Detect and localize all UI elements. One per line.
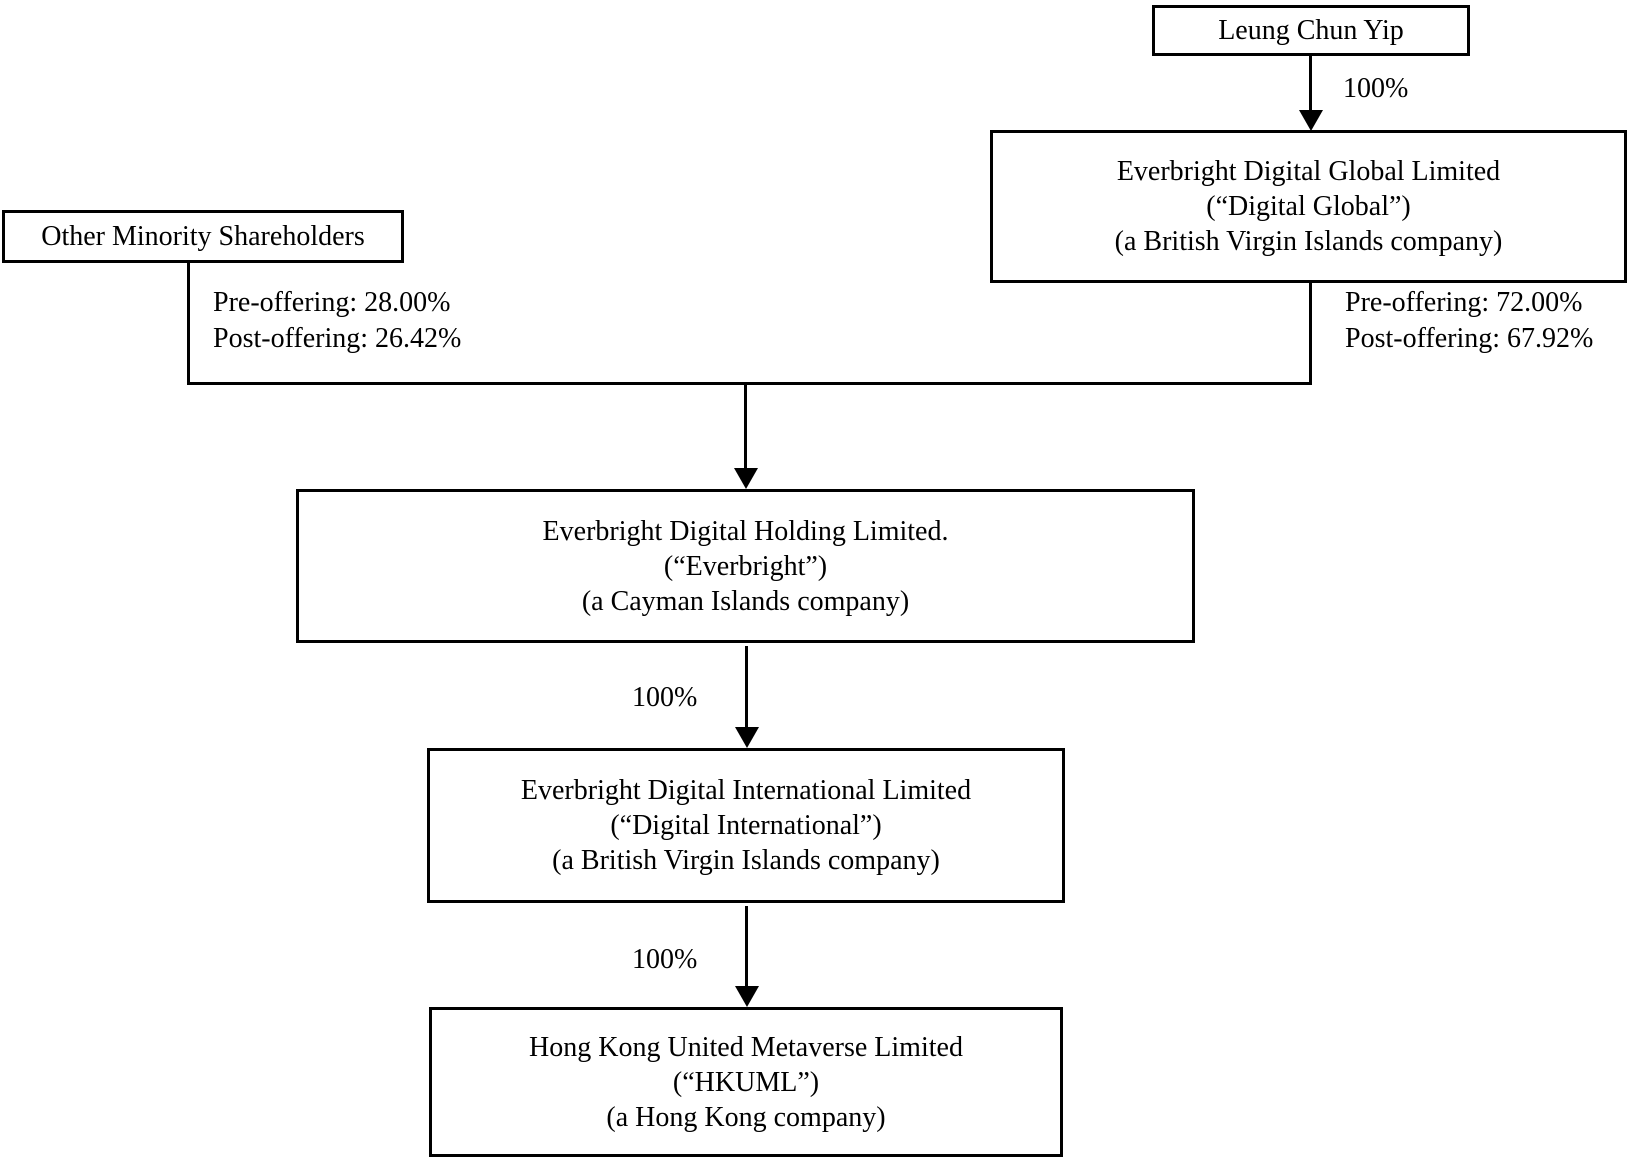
node-label-line1: Everbright Digital Holding Limited. (542, 515, 949, 547)
post-offering-value: Post-offering: 26.42% (213, 323, 462, 354)
connector-horizontal-bar (187, 382, 1312, 385)
pre-offering-value: Pre-offering: 28.00% (213, 287, 451, 318)
node-label-line2: (“Digital International”) (610, 810, 882, 841)
post-offering-value: Post-offering: 67.92% (1345, 323, 1594, 354)
arrow-down-icon (735, 986, 759, 1007)
node-everbright-digital-global: Everbright Digital Global Limited (“Digi… (990, 130, 1627, 283)
arrow-down-icon (735, 727, 759, 748)
connector-minority-down-stem (187, 263, 190, 385)
arrow-down-icon (734, 468, 758, 489)
ownership-label-global: Pre-offering: 72.00% Post-offering: 67.9… (1345, 285, 1593, 357)
ownership-label-minority: Pre-offering: 28.00% Post-offering: 26.4… (213, 285, 461, 357)
node-label-line3: (a British Virgin Islands company) (552, 845, 940, 876)
connector-everbright-to-international-stem (745, 646, 748, 729)
node-label: Leung Chun Yip (1218, 15, 1404, 46)
connector-international-to-hkuml-stem (745, 906, 748, 988)
node-label: Other Minority Shareholders (41, 221, 365, 252)
pre-offering-value: Pre-offering: 72.00% (1345, 287, 1583, 318)
node-everbright-digital-international: Everbright Digital International Limited… (427, 748, 1065, 903)
node-label-line1: Everbright Digital International Limited (520, 775, 972, 806)
ownership-label-leung-to-global: 100% (1343, 73, 1409, 104)
node-label-line2: (“HKUML”) (672, 1066, 820, 1098)
node-label-line1: Everbright Digital Global Limited (1116, 156, 1501, 187)
node-leung-chun-yip: Leung Chun Yip (1152, 5, 1470, 56)
node-everbright-digital-holding: Everbright Digital Holding Limited. (“Ev… (296, 489, 1195, 643)
node-label-line2: (“Digital Global”) (1206, 191, 1411, 222)
node-label-line3: (a British Virgin Islands company) (1114, 226, 1503, 257)
node-label-line3: (a Hong Kong company) (606, 1101, 886, 1133)
node-label-line1: Hong Kong United Metaverse Limited (529, 1031, 963, 1063)
node-hong-kong-united-metaverse: Hong Kong United Metaverse Limited (“HKU… (429, 1007, 1063, 1157)
connector-to-everbright-stem (744, 385, 747, 470)
connector-global-down-stem (1309, 283, 1312, 385)
connector-leung-to-global-stem (1309, 56, 1312, 112)
node-label-line3: (a Cayman Islands company) (581, 585, 910, 617)
ownership-label-international-to-hkuml: 100% (632, 944, 698, 975)
arrow-down-icon (1299, 110, 1323, 131)
ownership-label-everbright-to-international: 100% (632, 682, 698, 713)
node-label-line2: (“Everbright”) (663, 550, 828, 582)
node-other-minority-shareholders: Other Minority Shareholders (2, 210, 404, 263)
